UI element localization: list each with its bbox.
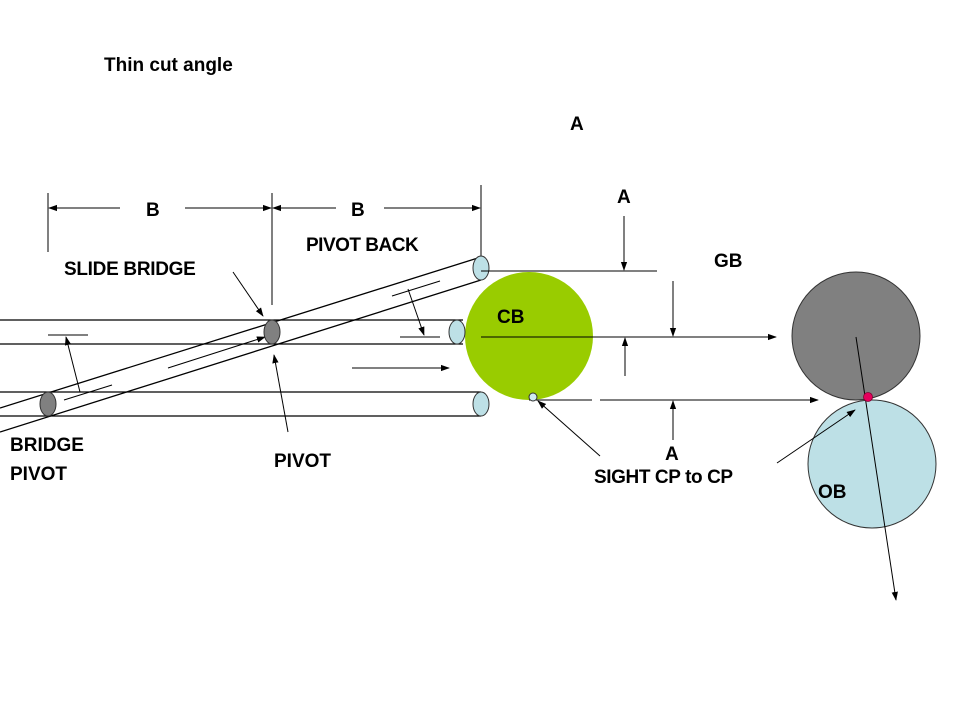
sight-pointer-ob [776,409,856,464]
sight-pointer-cb [537,400,601,457]
object-ball-path-arrow [855,336,898,601]
label-pivot: PIVOT [274,451,331,472]
bridge-shift-arrow [64,336,81,393]
label-a-upper: A [617,187,631,208]
label-cue-ball: CB [497,307,524,328]
label-a-lower: A [665,444,679,465]
diagram-title: Thin cut angle [104,55,233,76]
cue-ball [465,272,593,400]
cue-tip-middle [448,319,466,345]
object-ball [807,399,937,529]
pivot-pointer [272,354,289,433]
label-b-right: B [351,200,365,221]
bridge-pivot-marker [39,391,57,417]
cue-straight-middle [0,319,463,345]
label-slide-bridge: SLIDE BRIDGE [64,259,196,280]
label-a-top: A [570,114,584,135]
slide-bridge-pointer [232,271,264,317]
dimension-b-right: B [272,185,482,268]
cue-straight-lower [0,391,481,417]
label-pivot-back: PIVOT BACK [306,235,419,256]
label-bridge-pivot-line1: BRIDGE [10,435,84,456]
pivot-marker [263,319,281,345]
label-object-ball: OB [818,482,847,503]
object-contact-point [863,392,873,402]
cue-tip-lower [472,391,490,417]
cue-contact-point [528,392,538,402]
label-ghost-ball: GB [714,251,743,272]
ghost-ball [791,271,921,401]
cue-angled [0,256,482,433]
label-sight: SIGHT CP to CP [594,467,733,488]
label-b-left: B [146,200,160,221]
cue-tip-angled [472,255,490,281]
tip-shift-arrow [407,288,425,336]
dimension-b-left: B [47,193,273,305]
label-bridge-pivot-line2: PIVOT [10,464,67,485]
